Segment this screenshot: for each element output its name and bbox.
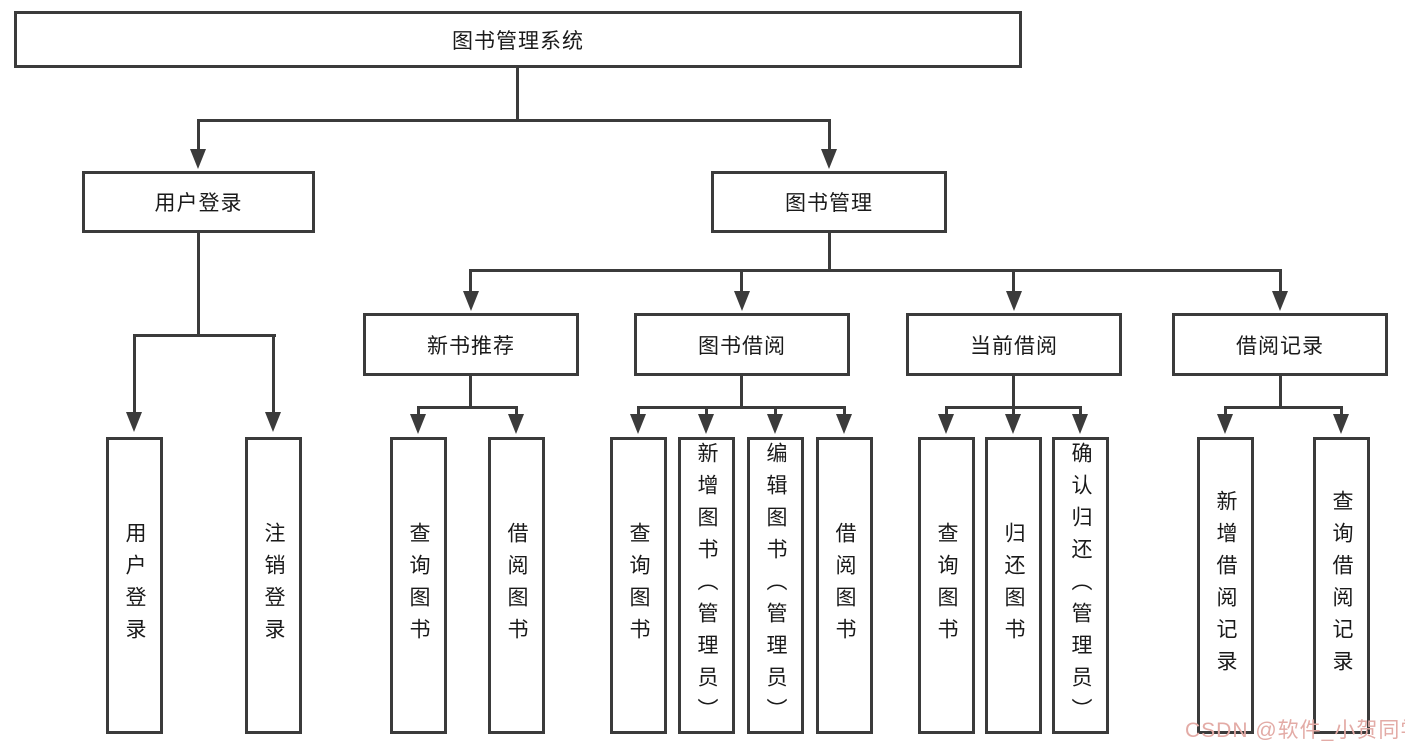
connector-line-v [469,269,472,295]
leaf-borrow-book: 借阅图书 [816,437,873,734]
leaf-logout: 注销登录 [245,437,302,734]
connector-line-v [1279,376,1282,409]
connector-line-v [740,269,743,295]
node-new-book-recommend: 新书推荐 [363,313,579,376]
connector-line-v [516,68,519,120]
leaf-label: 查询图书 [935,521,958,650]
connector-line-v [705,406,708,419]
arrowhead-down-icon [698,414,714,434]
node-root-library-system: 图书管理系统 [14,11,1022,68]
arrowhead-down-icon [190,149,206,169]
node-user-login: 用户登录 [82,171,315,233]
arrowhead-down-icon [1072,414,1088,434]
leaf-label: 确认归还（管理员） [1069,441,1092,730]
leaf-label: 注销登录 [262,521,285,650]
connector-line-v [1012,406,1015,419]
leaf-label: 查询图书 [407,521,430,650]
connector-line-h [417,406,518,409]
connector-line-h [1224,406,1343,409]
arrowhead-down-icon [821,149,837,169]
leaf-label: 查询图书 [627,521,650,650]
leaf-add-book-admin: 新增图书（管理员） [678,437,735,734]
arrowhead-down-icon [938,414,954,434]
connector-line-v [1340,406,1343,419]
connector-line-v [843,406,846,419]
connector-line-v [774,406,777,419]
leaf-edit-book-admin: 编辑图书（管理员） [747,437,804,734]
leaf-label: 归还图书 [1002,521,1025,650]
arrowhead-down-icon [265,412,281,432]
leaf-query-book-recommend: 查询图书 [390,437,447,734]
connector-line-v [828,119,831,153]
connector-line-v [197,233,200,337]
arrowhead-down-icon [1272,291,1288,311]
leaf-user-login: 用户登录 [106,437,163,734]
arrowhead-down-icon [463,291,479,311]
connector-line-v [1012,269,1015,295]
leaf-query-borrow-record: 查询借阅记录 [1313,437,1370,734]
connector-line-v [828,233,831,272]
arrowhead-down-icon [1005,414,1021,434]
leaf-query-book-current: 查询图书 [918,437,975,734]
connector-line-v [417,406,420,419]
csdn-watermark: CSDN @软件_小贺同学 [1185,719,1405,742]
leaf-label: 新增借阅记录 [1214,489,1237,682]
arrowhead-down-icon [836,414,852,434]
connector-line-v [1279,269,1282,295]
connector-line-v [197,119,200,153]
connector-line-v [515,406,518,419]
node-current-borrowing: 当前借阅 [906,313,1122,376]
arrowhead-down-icon [1333,414,1349,434]
leaf-return-book: 归还图书 [985,437,1042,734]
leaf-label: 编辑图书（管理员） [764,441,787,730]
leaf-label: 借阅图书 [833,521,856,650]
arrowhead-down-icon [734,291,750,311]
arrowhead-down-icon [630,414,646,434]
connector-line-v [1079,406,1082,419]
arrowhead-down-icon [126,412,142,432]
connector-line-v [740,376,743,409]
connector-line-v [272,334,275,416]
leaf-add-borrow-record: 新增借阅记录 [1197,437,1254,734]
connector-line-v [133,334,136,416]
connector-line-v [1012,376,1015,409]
node-borrowing-records: 借阅记录 [1172,313,1388,376]
connector-line-v [637,406,640,419]
arrowhead-down-icon [410,414,426,434]
leaf-label: 新增图书（管理员） [695,441,718,730]
connector-line-v [945,406,948,419]
arrowhead-down-icon [1006,291,1022,311]
leaf-label: 借阅图书 [505,521,528,650]
connector-line-h [637,406,846,409]
node-book-borrowing: 图书借阅 [634,313,850,376]
leaf-confirm-return-admin: 确认归还（管理员） [1052,437,1109,734]
connector-line-v [469,376,472,409]
arrowhead-down-icon [1217,414,1233,434]
connector-line-h [197,119,831,122]
arrowhead-down-icon [508,414,524,434]
connector-line-v [1224,406,1227,419]
node-book-management: 图书管理 [711,171,947,233]
arrowhead-down-icon [767,414,783,434]
leaf-label: 查询借阅记录 [1330,489,1353,682]
leaf-label: 用户登录 [123,521,146,650]
leaf-borrow-book-recommend: 借阅图书 [488,437,545,734]
connector-line-h [470,269,1282,272]
connector-line-h [133,334,276,337]
leaf-query-book-borrowing: 查询图书 [610,437,667,734]
